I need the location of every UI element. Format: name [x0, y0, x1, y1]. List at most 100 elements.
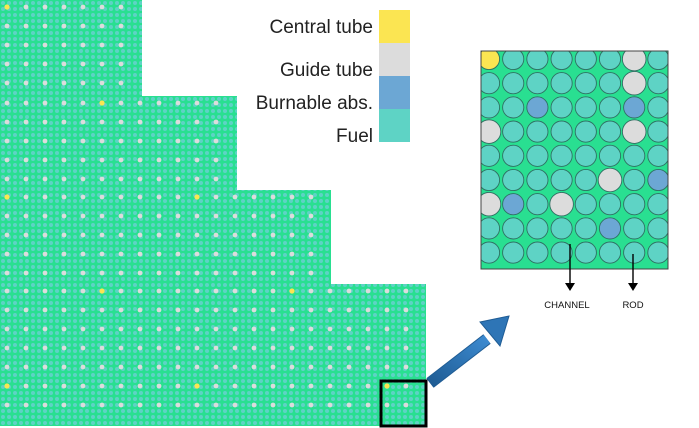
core-guide-tube	[118, 23, 124, 29]
core-guide-tube	[232, 270, 238, 276]
channel-arrow	[565, 244, 575, 291]
core-guide-tube	[213, 100, 219, 106]
zoom-rod-fuel	[502, 120, 525, 143]
core-guide-tube	[346, 383, 352, 389]
core-guide-tube	[175, 213, 181, 219]
core-guide-tube	[175, 364, 181, 370]
core-guide-tube	[213, 176, 219, 182]
zoom-rod-fuel	[550, 120, 573, 143]
zoom-rod-fuel	[574, 217, 597, 240]
core-guide-tube	[384, 364, 390, 370]
core-guide-tube	[23, 345, 29, 351]
core-guide-tube	[4, 80, 10, 86]
core-guide-tube	[137, 345, 143, 351]
core-guide-tube	[384, 402, 390, 408]
core-guide-tube	[365, 345, 371, 351]
core-guide-tube	[194, 270, 200, 276]
core-guide-tube	[251, 270, 257, 276]
core-guide-tube	[232, 364, 238, 370]
core-guide-tube	[23, 232, 29, 238]
core-central-tube	[4, 194, 10, 200]
core-guide-tube	[118, 307, 124, 313]
core-guide-tube	[99, 4, 105, 10]
core-guide-tube	[175, 307, 181, 313]
zoom-rod-fuel	[574, 241, 597, 264]
core-guide-tube	[137, 232, 143, 238]
core-guide-tube	[42, 383, 48, 389]
core-guide-tube	[156, 364, 162, 370]
core-guide-tube	[23, 42, 29, 48]
core-guide-tube	[80, 232, 86, 238]
core-guide-tube	[80, 176, 86, 182]
zoom-rod-fuel	[598, 72, 622, 95]
core-guide-tube	[23, 307, 29, 313]
core-guide-tube	[99, 119, 105, 125]
core-guide-tube	[175, 194, 181, 200]
core-guide-tube	[80, 307, 86, 313]
core-guide-tube	[42, 270, 48, 276]
core-guide-tube	[270, 345, 276, 351]
core-guide-tube	[42, 194, 48, 200]
core-guide-tube	[270, 326, 276, 332]
zoom-rod-fuel	[502, 241, 525, 264]
core-guide-tube	[156, 402, 162, 408]
core-guide-tube	[403, 288, 409, 294]
zoom-rod-fuel	[526, 193, 549, 216]
core-guide-tube	[232, 383, 238, 389]
core-guide-tube	[118, 61, 124, 67]
core-guide-tube	[61, 23, 67, 29]
zoom-rod-abs	[526, 96, 549, 119]
core-guide-tube	[23, 383, 29, 389]
core-guide-tube	[270, 232, 276, 238]
core-guide-tube	[194, 232, 200, 238]
channel-label: CHANNEL	[544, 300, 589, 311]
core-guide-tube	[327, 364, 333, 370]
core-guide-tube	[213, 307, 219, 313]
core-guide-tube	[308, 270, 314, 276]
core-guide-tube	[156, 232, 162, 238]
core-central-tube	[289, 288, 295, 294]
core-guide-tube	[213, 213, 219, 219]
zoom-rod-fuel	[598, 96, 622, 119]
core-guide-tube	[213, 383, 219, 389]
core-guide-tube	[175, 402, 181, 408]
core-guide-tube	[61, 232, 67, 238]
core-guide-tube	[232, 307, 238, 313]
core-guide-tube	[118, 288, 124, 294]
core-guide-tube	[80, 270, 86, 276]
core-guide-tube	[42, 326, 48, 332]
core-guide-tube	[270, 364, 276, 370]
core-guide-tube	[403, 402, 409, 408]
zoom-rod-fuel	[598, 241, 622, 264]
core-guide-tube	[327, 383, 333, 389]
core-guide-tube	[99, 194, 105, 200]
core-guide-tube	[99, 251, 105, 257]
zoom-detail: CHANNEL ROD	[480, 50, 669, 311]
core-guide-tube	[384, 307, 390, 313]
core-guide-tube	[118, 345, 124, 351]
core-guide-tube	[61, 345, 67, 351]
core-guide-tube	[61, 194, 67, 200]
core-guide-tube	[4, 23, 10, 29]
zoom-rod-fuel	[647, 193, 668, 216]
core-guide-tube	[346, 307, 352, 313]
core-guide-tube	[365, 307, 371, 313]
core-guide-tube	[4, 270, 10, 276]
core-guide-tube	[232, 194, 238, 200]
core-guide-tube	[4, 364, 10, 370]
core-guide-tube	[346, 364, 352, 370]
core-guide-tube	[99, 213, 105, 219]
core-guide-tube	[23, 4, 29, 10]
core-guide-tube	[4, 251, 10, 257]
core-guide-tube	[194, 138, 200, 144]
zoom-rod-fuel	[550, 217, 573, 240]
core-guide-tube	[289, 194, 295, 200]
core-guide-tube	[232, 402, 238, 408]
core-guide-tube	[23, 364, 29, 370]
core-guide-tube	[80, 326, 86, 332]
legend-label-burnable-abs: Burnable abs.	[256, 93, 373, 114]
core-guide-tube	[118, 402, 124, 408]
core-guide-tube	[365, 383, 371, 389]
core-guide-tube	[80, 383, 86, 389]
core-guide-tube	[194, 100, 200, 106]
